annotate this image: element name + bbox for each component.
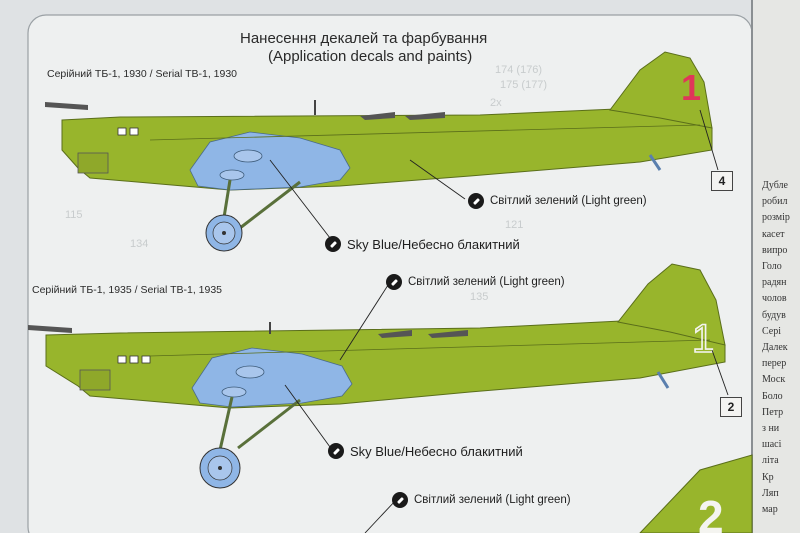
callout-label: Світлий зелений (Light green)	[490, 195, 647, 207]
tail-number-1: 1	[681, 67, 701, 108]
callout-label: Sky Blue/Небесно блакитний	[347, 236, 520, 252]
svg-text:2x: 2x	[490, 97, 502, 109]
svg-text:174 (176): 174 (176)	[495, 64, 542, 76]
paintbrush-icon	[328, 443, 344, 459]
paintbrush-icon	[325, 236, 341, 252]
aircraft-1930	[45, 51, 713, 252]
svg-text:175 (177): 175 (177)	[500, 79, 547, 91]
serial-label-1935: Серійний ТБ-1, 1935 / Serial TB-1, 1935	[32, 284, 223, 296]
facing-page-line: чолов	[762, 293, 787, 305]
facing-page-line: з ни	[762, 423, 780, 434]
facing-page-line: Сері	[762, 325, 782, 337]
callout-sky-blue-2: Sky Blue/Небесно блакитний	[328, 443, 523, 459]
decal-number-box-4: 4	[711, 171, 733, 191]
facing-page-line: Боло	[762, 390, 783, 402]
aircraft-1935	[28, 263, 726, 489]
callout-light-green-2: Світлий зелений (Light green)	[386, 274, 565, 290]
facing-page-line: розмір	[762, 212, 790, 224]
facing-page-line: Голо	[762, 261, 782, 272]
paintbrush-icon	[468, 193, 484, 209]
title-ukrainian: Нанесення декалей та фарбування	[240, 30, 488, 47]
decal-number-box-2: 2	[720, 397, 742, 417]
facing-page-line: перер	[762, 358, 787, 370]
callout-light-green-3: Світлий зелений (Light green)	[392, 492, 571, 508]
facing-page-line: Петр	[762, 406, 784, 418]
facing-page-line: радян	[762, 277, 787, 289]
paintbrush-icon	[386, 274, 402, 290]
facing-page-line: будув	[762, 309, 786, 321]
svg-text:115: 115	[65, 209, 83, 221]
callout-sky-blue-1: Sky Blue/Небесно блакитний	[325, 236, 520, 252]
title-english: (Application decals and paints)	[268, 48, 473, 65]
callout-label: Світлий зелений (Light green)	[408, 276, 565, 288]
callout-label: Sky Blue/Небесно блакитний	[350, 443, 523, 459]
facing-page-line: мар	[762, 504, 778, 515]
tail-number-3-partial: 2	[698, 491, 724, 533]
facing-page-line: робил	[762, 196, 788, 208]
facing-page-line: Далек	[762, 342, 788, 353]
facing-page-line: Кр	[762, 471, 774, 483]
callout-light-green-1: Світлий зелений (Light green)	[468, 193, 647, 209]
facing-page-line: Моск	[762, 374, 786, 386]
facing-page-line: Дубле	[762, 180, 788, 191]
tail-number-2: 1	[692, 317, 714, 361]
svg-text:135: 135	[470, 291, 488, 303]
facing-page-line: випро	[762, 244, 788, 256]
svg-text:121: 121	[505, 219, 523, 231]
facing-page-line: Ляп	[762, 487, 779, 499]
facing-page-line: літа	[762, 455, 779, 467]
callout-label: Світлий зелений (Light green)	[414, 494, 571, 506]
facing-page-line: касет	[762, 228, 785, 240]
serial-label-1930: Серійний ТБ-1, 1930 / Serial TB-1, 1930	[47, 68, 238, 80]
paintbrush-icon	[392, 492, 408, 508]
facing-page-line: шасі	[762, 439, 782, 451]
svg-text:134: 134	[130, 238, 148, 250]
